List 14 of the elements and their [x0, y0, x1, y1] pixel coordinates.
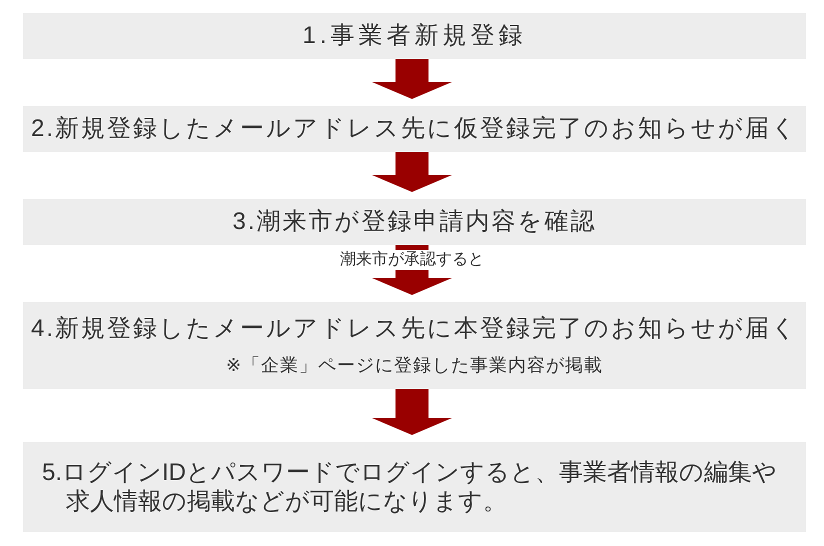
arrow: [372, 245, 452, 295]
step-text: 2.新規登録したメールアドレス先に仮登録完了のお知らせが届く: [30, 114, 798, 144]
step-box: [23, 13, 806, 59]
step-text: 4.新規登録したメールアドレス先に本登録完了のお知らせが届く: [30, 314, 798, 344]
step-box: [23, 106, 806, 152]
arrow: [372, 152, 452, 192]
step-box: [23, 302, 806, 389]
note-text: ※「企業」ページに登録した事業内容が掲載: [226, 354, 604, 377]
step-text: 5.ログインIDとパスワードでログインすると、事業者情報の編集や求人情報の掲載などが可能になります。: [41, 458, 778, 516]
step-text: 1.事業者新規登録: [302, 21, 526, 51]
step-box: [23, 199, 806, 245]
arrow: [372, 59, 452, 99]
step-text: 3.潮来市が登録申請内容を確認: [232, 207, 596, 237]
arrow: [372, 389, 452, 435]
